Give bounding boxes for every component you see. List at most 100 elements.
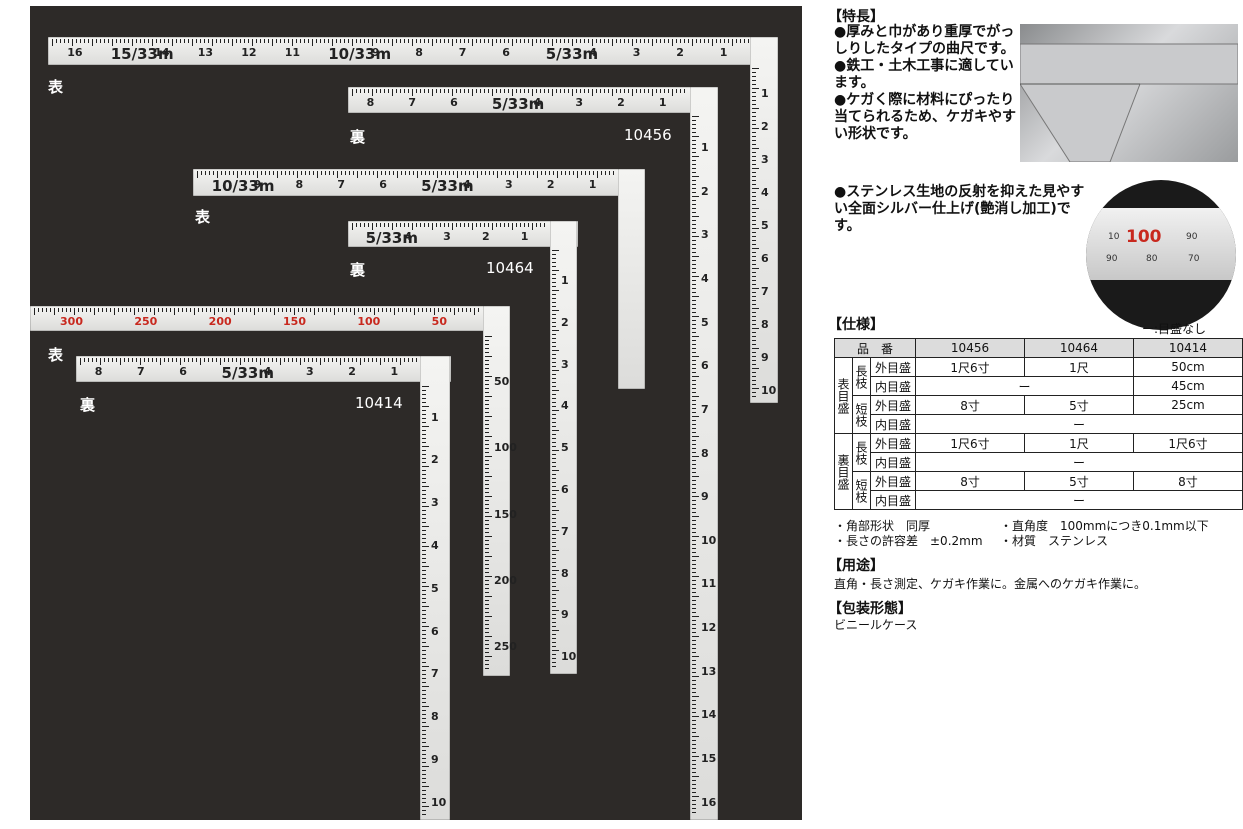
r1-tick [740, 39, 741, 43]
r6-tick [328, 358, 329, 362]
v-10464-ura-tick [552, 446, 556, 447]
r1-tick [640, 39, 641, 43]
v-10414-omote-tick [485, 612, 489, 613]
r4-tick [380, 223, 381, 227]
v-10414-ura-tick [422, 674, 426, 675]
r6-tick [264, 358, 265, 362]
v-10456-ura-tick [692, 136, 699, 137]
r1-tick [488, 39, 489, 43]
v-10464-ura-tick [552, 426, 556, 427]
v-10414-omote-numeral: 200 [494, 574, 517, 588]
r5-tick [254, 308, 255, 315]
v-10456-ura-tick [692, 732, 696, 733]
r2-tick [660, 89, 661, 93]
v-10464-ura-tick [552, 534, 556, 535]
r6-tick [340, 358, 341, 365]
v-10456-ura-tick [692, 608, 696, 609]
r5-numeral: 50 [431, 315, 447, 328]
v-10456-ura-tick [692, 696, 699, 697]
r3-tick [325, 171, 326, 175]
v-10456-ura-tick [692, 192, 696, 193]
v-10414-ura-tick [422, 806, 429, 807]
r2-tick [372, 89, 373, 96]
r3-tick [337, 171, 338, 178]
v-10414-omote-tick [485, 536, 492, 537]
v-10456-ura-tick [692, 388, 696, 389]
v-10414-ura-tick [422, 790, 426, 791]
r3-tick [517, 171, 518, 178]
v-10414-omote-tick [485, 468, 489, 469]
v-10464-ura-tick [552, 570, 559, 571]
closeup-mark: 90 [1186, 232, 1198, 242]
r2-tick [476, 89, 477, 93]
v-10414-ura-tick [422, 626, 429, 627]
r1-tick [404, 39, 405, 43]
r2-tick [620, 89, 621, 93]
v-10414-omote-tick [485, 452, 489, 453]
v-10456-ura-tick [692, 664, 696, 665]
v-10414-omote-tick [485, 584, 489, 585]
v-10414-omote-tick [485, 352, 489, 353]
v-10456-ura-tick [692, 468, 696, 469]
v-10456-ura-tick [692, 508, 696, 509]
v-10456-omote-tick [752, 88, 759, 89]
r3-tick [205, 171, 206, 175]
v-10456-ura-tick [692, 644, 696, 645]
r1-tick [184, 39, 185, 43]
v-10456-omote-tick [752, 280, 756, 281]
v-10414-ura-tick [422, 590, 426, 591]
v-10414-omote-tick [485, 572, 489, 573]
r6-tick [296, 358, 297, 362]
r5-tick [98, 308, 99, 312]
v-10456-ura-tick [692, 544, 696, 545]
v-10456-ura-tick [692, 568, 696, 569]
v-10414-omote-tick [485, 656, 492, 657]
r4-tick [424, 223, 425, 227]
r2-tick [388, 89, 389, 93]
v-10414-omote-tick [485, 488, 489, 489]
v-10456-ura-tick [692, 368, 696, 369]
r1-tick [224, 39, 225, 43]
r3-tick [317, 171, 318, 178]
v-10456-ura-numeral: 7 [701, 402, 709, 416]
v-10414-ura-tick [422, 558, 426, 559]
v-10414-ura-tick [422, 430, 426, 431]
r6-tick [408, 358, 409, 362]
r2-tick [444, 89, 445, 93]
r3-tick [457, 171, 458, 178]
r1-tick [108, 39, 109, 43]
v-10414-omote-tick [485, 416, 492, 417]
v-10456-omote-numeral: 7 [761, 284, 769, 298]
v-10414-omote-tick [485, 592, 489, 593]
v-10414-ura-tick [422, 510, 426, 511]
r3-tick [501, 171, 502, 175]
v-10414-omote-tick [485, 484, 489, 485]
r4-tick [532, 223, 533, 230]
r1-tick [604, 39, 605, 43]
v-10464-ura-tick [552, 658, 556, 659]
v-10414-ura-tick [422, 758, 426, 759]
v-10464-ura-numeral: 10 [561, 650, 577, 664]
v-10456-ura-tick [692, 172, 696, 173]
r5-tick [346, 308, 347, 312]
r1-tick [56, 39, 57, 43]
v-10456-ura-tick [692, 148, 696, 149]
v-10464-ura-tick [552, 286, 556, 287]
r5-tick [462, 308, 463, 312]
v-10456-omote-tick [752, 312, 756, 313]
r2-numeral: 4 [533, 96, 542, 109]
v-10456-ura-numeral: 5 [701, 315, 709, 329]
v-10456-ura-tick [692, 272, 696, 273]
r2-tick [572, 89, 573, 96]
v-10414-ura-tick [422, 702, 426, 703]
r5-numeral: 300 [60, 315, 83, 328]
r1-tick [440, 39, 441, 43]
r1-tick [132, 39, 133, 46]
r1-tick [480, 39, 481, 43]
v-10456-omote-tick [752, 240, 756, 241]
r3-tick [545, 171, 546, 175]
v-10414-ura-numeral: 10 [431, 795, 447, 809]
r6-tick [272, 358, 273, 362]
v-10464-ura-tick [552, 554, 556, 555]
r5-tick [142, 308, 143, 312]
